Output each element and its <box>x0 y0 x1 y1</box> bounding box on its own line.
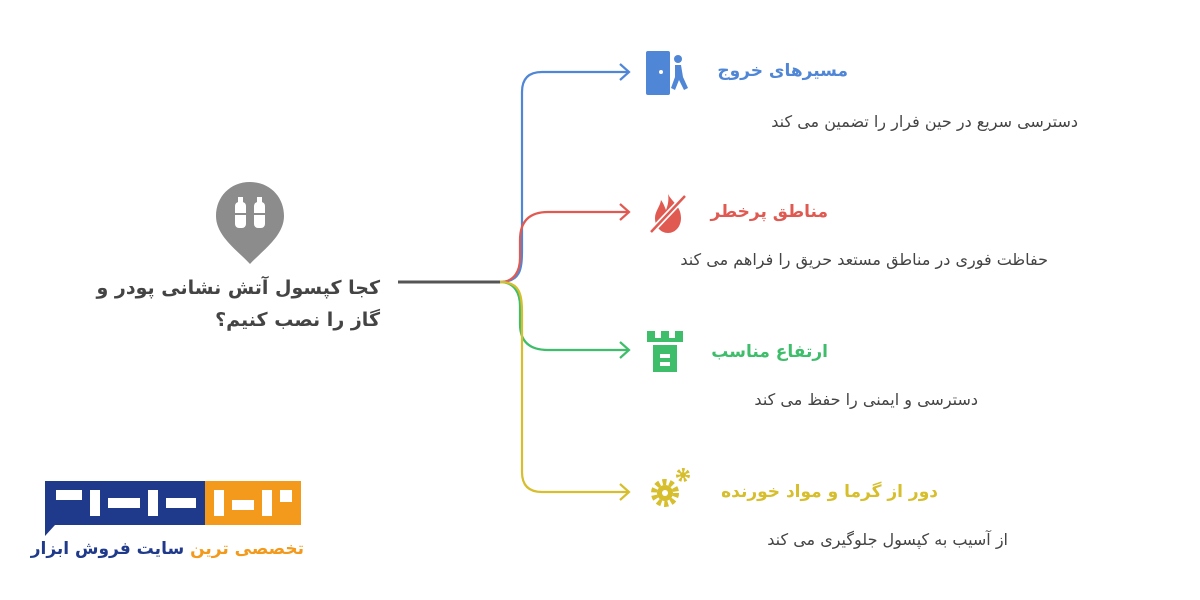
kala-omran-logo <box>45 481 301 536</box>
item-title-height: ارتفاع مناسب <box>711 342 828 362</box>
tower-icon <box>647 331 683 372</box>
item-desc-high-risk: حفاظت فوری در مناطق مستعد حریق را فراهم … <box>680 250 1048 269</box>
central-question: کجا کپسول آتش نشانی پودر و گاز را نصب کن… <box>96 277 381 331</box>
no-fire-icon <box>648 193 688 235</box>
gas-cylinders-location-pin-icon <box>216 182 284 264</box>
item-title-away-heat: دور از گرما و مواد خورنده <box>721 482 938 502</box>
connector-high-risk-arrow <box>619 203 631 221</box>
connector-away-heat <box>499 280 628 494</box>
connector-height-arrow <box>619 341 631 359</box>
emergency-exit-icon <box>646 51 688 95</box>
logo-tagline: تخصصی ترین سایت فروش ابزار <box>31 539 304 559</box>
item-title-high-risk: مناطق پرخطر <box>710 202 828 222</box>
logo-tagline-part1: تخصصی ترین <box>190 539 304 559</box>
connector-high-risk <box>499 210 628 284</box>
item-desc-exit-routes: دسترسی سریع در حین فرار را تضمین می کند <box>771 112 1078 131</box>
connector-height <box>499 280 628 352</box>
item-title-exit-routes: مسیرهای خروج <box>717 61 848 81</box>
logo-tagline-part2: سایت فروش ابزار <box>30 539 185 559</box>
connector-exit-routes-arrow <box>619 63 631 81</box>
item-desc-height: دسترسی و ایمنی را حفظ می کند <box>754 390 978 409</box>
connector-away-heat-arrow <box>619 483 631 501</box>
connector-exit-routes <box>499 70 628 284</box>
gears-icon <box>651 468 690 507</box>
item-desc-away-heat: از آسیب به کپسول جلوگیری می کند <box>767 530 1008 549</box>
